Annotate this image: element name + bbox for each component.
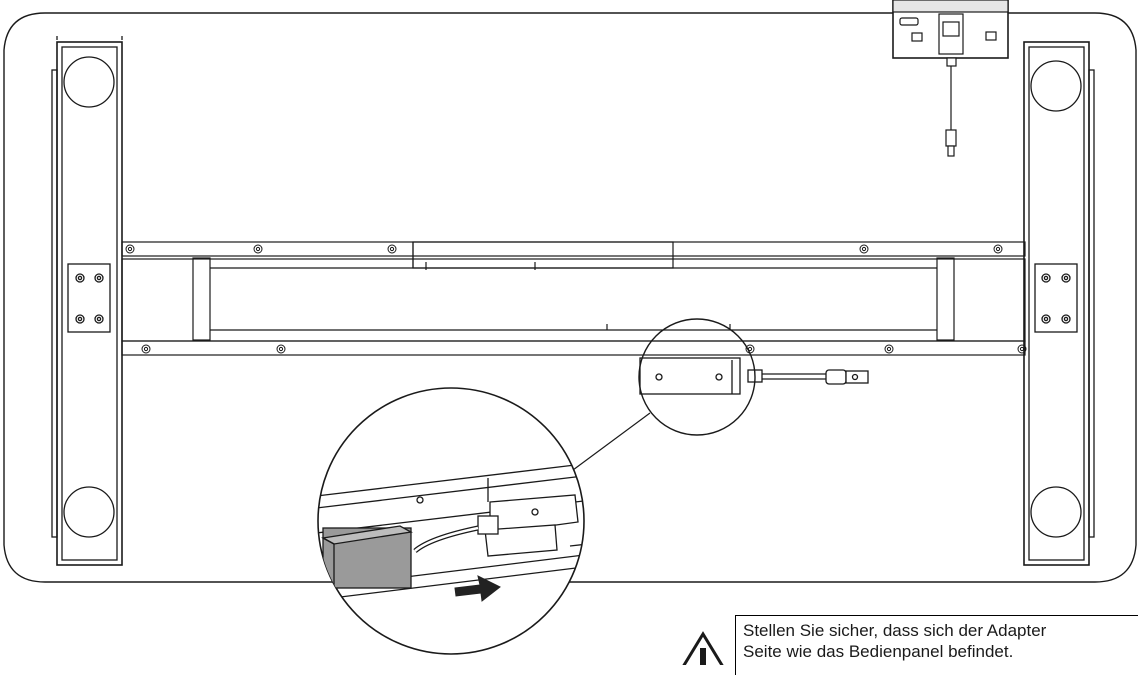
frame-crossbeam <box>121 241 1026 356</box>
right-leg <box>1023 41 1095 566</box>
tabletop-outline <box>3 12 1137 583</box>
control-panel <box>892 0 1009 157</box>
detail-marker-circle <box>638 318 756 436</box>
left-leg <box>51 36 123 566</box>
warning-text-line-2: Seite wie das Bedienpanel befindet. <box>743 642 1014 661</box>
detail-connector-line <box>572 412 651 471</box>
warning-note: Stellen Sie sicher, dass sich der Adapte… <box>735 615 1138 675</box>
warning-triangle-icon <box>682 631 724 665</box>
power-adapter <box>639 357 869 395</box>
warning-text-line-1: Stellen Sie sicher, dass sich der Adapte… <box>743 621 1047 640</box>
detail-zoom <box>317 387 585 655</box>
direction-arrow-icon <box>454 575 501 602</box>
beam-screws <box>125 244 1027 354</box>
